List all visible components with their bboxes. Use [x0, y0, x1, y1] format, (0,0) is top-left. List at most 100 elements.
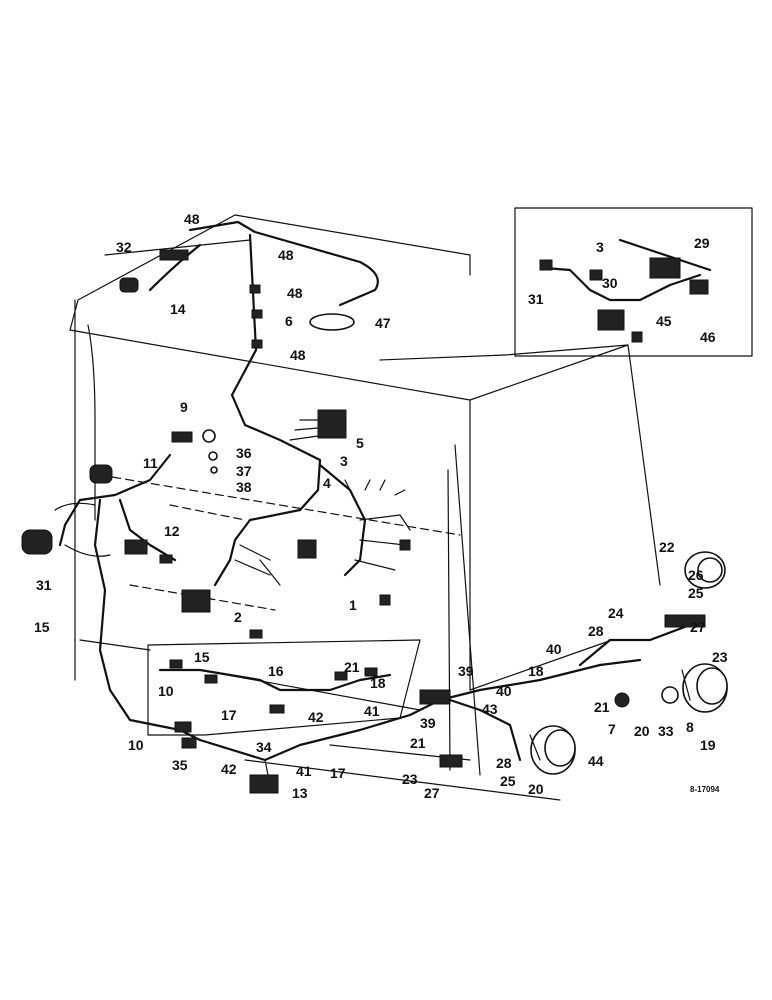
callout-19: 19: [700, 737, 716, 753]
callout-20: 20: [528, 781, 544, 797]
callout-15: 15: [34, 619, 50, 635]
callout-3: 3: [596, 239, 604, 255]
callout-14: 14: [170, 301, 186, 317]
callout-27: 27: [424, 785, 440, 801]
callout-8: 8: [686, 719, 694, 735]
light-bracket: [664, 614, 706, 628]
callout-39: 39: [458, 663, 474, 679]
roof-switch: [119, 277, 139, 293]
inset-connector-29: [649, 257, 681, 279]
callout-28: 28: [588, 623, 604, 639]
lamps: [529, 551, 728, 775]
callout-48: 48: [290, 347, 306, 363]
callout-17: 17: [221, 707, 237, 723]
callout-31: 31: [528, 291, 544, 307]
callout-18: 18: [370, 675, 386, 691]
document-number: 8-17094: [690, 785, 720, 794]
callout-28: 28: [496, 755, 512, 771]
callout-35: 35: [172, 757, 188, 773]
callout-48: 48: [184, 211, 200, 227]
callout-20: 20: [634, 723, 650, 739]
callout-37: 37: [236, 463, 252, 479]
work-lamp-44: [529, 725, 576, 775]
callout-34: 34: [256, 739, 272, 755]
detail-inset-upper: [514, 207, 753, 357]
lamp-8: [661, 686, 679, 704]
callout-36: 36: [236, 445, 252, 461]
callout-6: 6: [285, 313, 293, 329]
callout-31: 31: [36, 577, 52, 593]
callout-40: 40: [496, 683, 512, 699]
callout-21: 21: [344, 659, 360, 675]
side-lamp: [21, 529, 53, 555]
fuse-block: [317, 409, 347, 439]
callout-45: 45: [656, 313, 672, 329]
connector-2: [181, 589, 211, 613]
callout-41: 41: [364, 703, 380, 719]
flood-lamp-22: [684, 551, 726, 589]
callout-30: 30: [602, 275, 618, 291]
callout-33: 33: [658, 723, 674, 739]
callout-10: 10: [128, 737, 144, 753]
floor-harness: [198, 614, 706, 794]
detail-inset-lower: [147, 639, 421, 736]
rear-connector: [419, 689, 451, 705]
callout-3: 3: [340, 453, 348, 469]
callout-46: 46: [700, 329, 716, 345]
callout-21: 21: [594, 699, 610, 715]
lamp-7: [614, 692, 630, 708]
callout-38: 38: [236, 479, 252, 495]
callout-2: 2: [234, 609, 242, 625]
callout-26: 26: [688, 567, 704, 583]
callout-10: 10: [158, 683, 174, 699]
callout-13: 13: [292, 785, 308, 801]
callout-39: 39: [420, 715, 436, 731]
callout-25: 25: [500, 773, 516, 789]
left-harness: [21, 453, 202, 749]
callout-29: 29: [694, 235, 710, 251]
callout-23: 23: [402, 771, 418, 787]
callout-7: 7: [608, 721, 616, 737]
flasher: [89, 464, 113, 484]
callout-48: 48: [278, 247, 294, 263]
main-harness: [171, 393, 411, 639]
callout-1: 1: [349, 597, 357, 613]
callout-48: 48: [287, 285, 303, 301]
roof-connector: [159, 249, 189, 261]
callout-24: 24: [608, 605, 624, 621]
callout-40: 40: [546, 641, 562, 657]
callout-23: 23: [712, 649, 728, 665]
callout-9: 9: [180, 399, 188, 415]
callout-27: 27: [690, 619, 706, 635]
callout-4: 4: [323, 475, 331, 491]
callout-21: 21: [410, 735, 426, 751]
callout-17: 17: [330, 765, 346, 781]
connector-12: [124, 539, 148, 555]
key-switch: [171, 431, 193, 443]
callout-16: 16: [268, 663, 284, 679]
callout-41: 41: [296, 763, 312, 779]
callout-44: 44: [588, 753, 604, 769]
callout-5: 5: [356, 435, 364, 451]
callout-15: 15: [194, 649, 210, 665]
inset-connector-45: [597, 309, 625, 331]
callout-22: 22: [659, 539, 675, 555]
callout-25: 25: [688, 585, 704, 601]
callout-43: 43: [482, 701, 498, 717]
dome-light: [309, 313, 355, 331]
callout-12: 12: [164, 523, 180, 539]
callout-18: 18: [528, 663, 544, 679]
roof-harness: [119, 220, 379, 397]
callout-42: 42: [221, 761, 237, 777]
rear-bracket: [439, 754, 463, 768]
relay-connector: [297, 539, 317, 559]
switch-13: [249, 774, 279, 794]
callout-42: 42: [308, 709, 324, 725]
callout-32: 32: [116, 239, 132, 255]
callout-47: 47: [375, 315, 391, 331]
callout-11: 11: [143, 455, 158, 471]
work-lamp-19: [681, 663, 728, 713]
